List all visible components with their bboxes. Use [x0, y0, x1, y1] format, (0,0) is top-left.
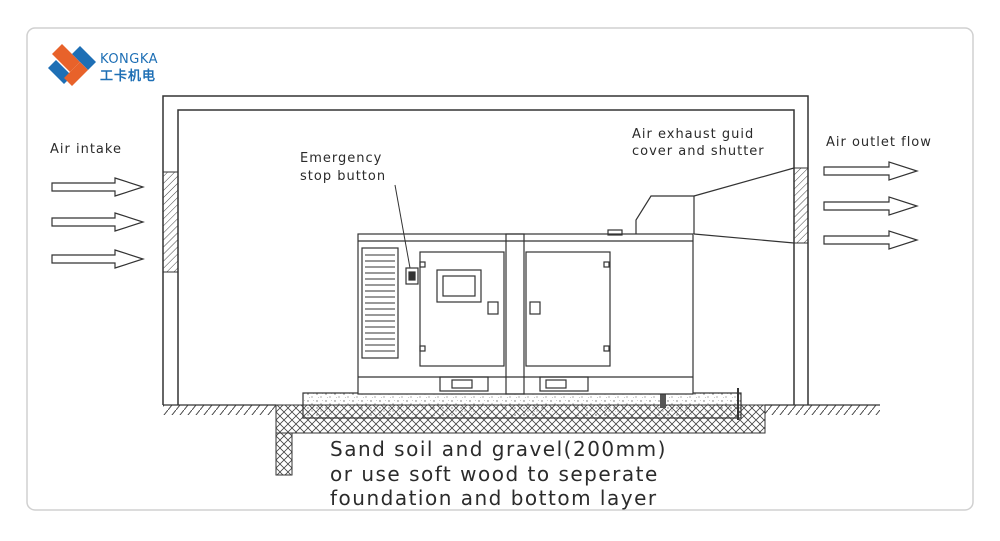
gravel-foundation [302, 392, 742, 419]
intake-louver [162, 171, 179, 273]
intake-arrows [51, 177, 145, 269]
caption-line3: foundation and bottom layer [330, 486, 658, 510]
generator-set [357, 167, 795, 395]
caption-line1: Sand soil and gravel(200mm) [330, 437, 667, 461]
emergency-label-line2: stop button [300, 169, 386, 184]
exhaust-label-line1: Air exhaust guid [632, 127, 754, 142]
arrow-right-icon [51, 177, 145, 197]
outlet-louver [793, 167, 809, 244]
arrow-right-icon [51, 212, 145, 232]
outlet-arrows [823, 161, 919, 250]
brand-name: KONGKA [100, 52, 158, 67]
arrow-right-icon [51, 249, 145, 269]
ground-right [765, 404, 880, 415]
arrow-right-icon [823, 161, 919, 181]
brand-name-cn: 工卡机电 [100, 68, 156, 84]
emergency-leader-line [394, 184, 411, 269]
anchor-bolt [660, 394, 666, 408]
ground-left [163, 404, 276, 415]
arrow-right-icon [823, 196, 919, 216]
arrow-right-icon [823, 230, 919, 250]
emergency-label-line1: Emergency [300, 151, 382, 166]
air-intake-label: Air intake [50, 142, 122, 157]
kongka-logo-icon [48, 44, 96, 86]
caption-line2: or use soft wood to seperate [330, 462, 659, 486]
exhaust-label-line2: cover and shutter [632, 144, 765, 159]
air-outlet-label: Air outlet flow [826, 135, 932, 150]
radiator-grille-slats [365, 254, 395, 352]
